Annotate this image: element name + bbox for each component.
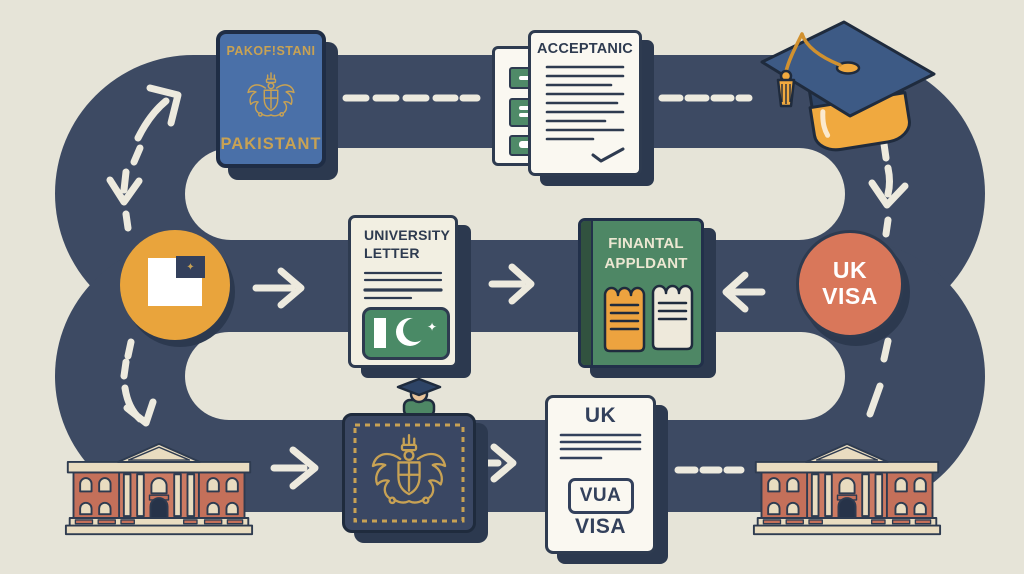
stamp-corner-icon: ✦ (176, 256, 205, 278)
visa-document-label: VISA (574, 515, 626, 538)
star-icon: ✦ (426, 320, 437, 334)
coat-of-arms-icon (371, 433, 447, 505)
graduate-figure-icon (396, 377, 442, 416)
university-building-right-icon (752, 441, 942, 538)
passport-title-bottom: PAKISTANT (220, 135, 322, 153)
financial-book-title: FINANTAL APPLDANT (604, 235, 688, 273)
financial-documents-icon: FINANTAL APPLDANT (578, 218, 704, 368)
receipts-icon (603, 284, 694, 353)
gold-dashed-border (353, 423, 465, 523)
pakistan-flag-icon: ✦ (362, 307, 450, 360)
uk-visa-badge: UK VISA (796, 230, 904, 338)
visa-document-icon: UK VUA VISA (545, 395, 656, 554)
acceptance-letter-icon: ACCEPTANIC (528, 30, 642, 176)
text-lines-icon (559, 433, 642, 460)
text-lines-icon (545, 65, 625, 163)
uk-visa-badge-label: UK VISA (822, 257, 878, 309)
checkmark-icon (591, 147, 625, 163)
flag-stripe (374, 318, 386, 348)
pakistani-passport-icon: PAKOF!STANI PAKISTANT (216, 30, 326, 168)
passport-title-top: PAKOF!STANI (226, 44, 316, 58)
visa-stamp-box: VUA (567, 478, 634, 514)
passport-stamp-icon (342, 413, 476, 533)
coat-of-arms-icon (243, 69, 299, 125)
graduation-cap-icon (760, 20, 936, 152)
book-spine (581, 221, 593, 365)
university-letter-title: UNIVERSITY LETTER (364, 227, 451, 261)
mail-stamp-icon: ✦ (120, 230, 230, 340)
star-icon: ✦ (186, 261, 195, 273)
text-lines-icon (363, 271, 443, 300)
university-building-left-icon (64, 441, 254, 538)
university-letter-icon: UNIVERSITY LETTER ✦ (348, 215, 458, 368)
visa-document-title: UK (584, 404, 617, 427)
road-arrows (106, 84, 909, 490)
acceptance-letter-title: ACCEPTANIC (537, 41, 633, 57)
